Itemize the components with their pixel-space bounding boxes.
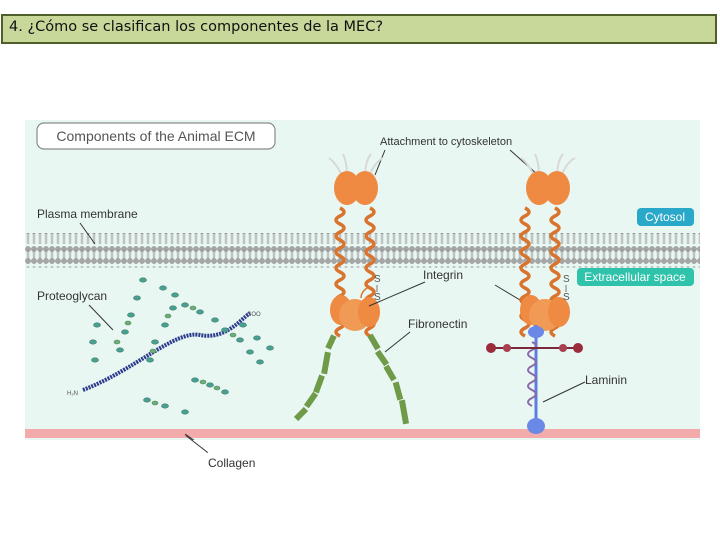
proteoglycan <box>82 277 274 415</box>
ecm-diagram: Components of the Animal ECM Plasma memb… <box>25 120 700 440</box>
sulfur-label-right-2: S <box>563 292 570 303</box>
fibronectin-label: Fibronectin <box>408 317 467 331</box>
sulfur-label-left-1: S <box>374 274 381 285</box>
integrin-right <box>519 153 576 338</box>
cytosol-label: Cytosol <box>645 210 685 224</box>
sulfur-label-right-1: S <box>563 274 570 285</box>
plasma-membrane-bilayer <box>25 233 700 268</box>
collagen-label: Collagen <box>208 456 256 470</box>
plasma-membrane-label: Plasma membrane <box>37 207 138 221</box>
laminin <box>486 325 583 434</box>
sulfur-label-left-2: S <box>374 292 381 303</box>
attachment-label: Attachment to cytoskeleton <box>380 136 512 148</box>
collagen-band <box>25 429 700 438</box>
proteoglycan-cooh-label: COO <box>247 312 261 318</box>
diagram-heading: Components of the Animal ECM <box>56 128 255 144</box>
integrin-left <box>328 153 384 338</box>
fibronectin-left <box>293 333 410 425</box>
laminin-label: Laminin <box>585 373 627 387</box>
slide-title: 4. ¿Cómo se clasifican los componentes d… <box>1 14 717 44</box>
extracellular-space-label: Extracellular space <box>584 270 686 284</box>
proteoglycan-nh2-label: H₂N <box>67 391 78 397</box>
diagram-heading-box <box>36 122 276 150</box>
cytosol-badge <box>637 208 694 226</box>
proteoglycan-label: Proteoglycan <box>37 289 107 303</box>
integrin-label: Integrin <box>423 268 463 282</box>
extracellular-space-badge <box>577 268 694 286</box>
